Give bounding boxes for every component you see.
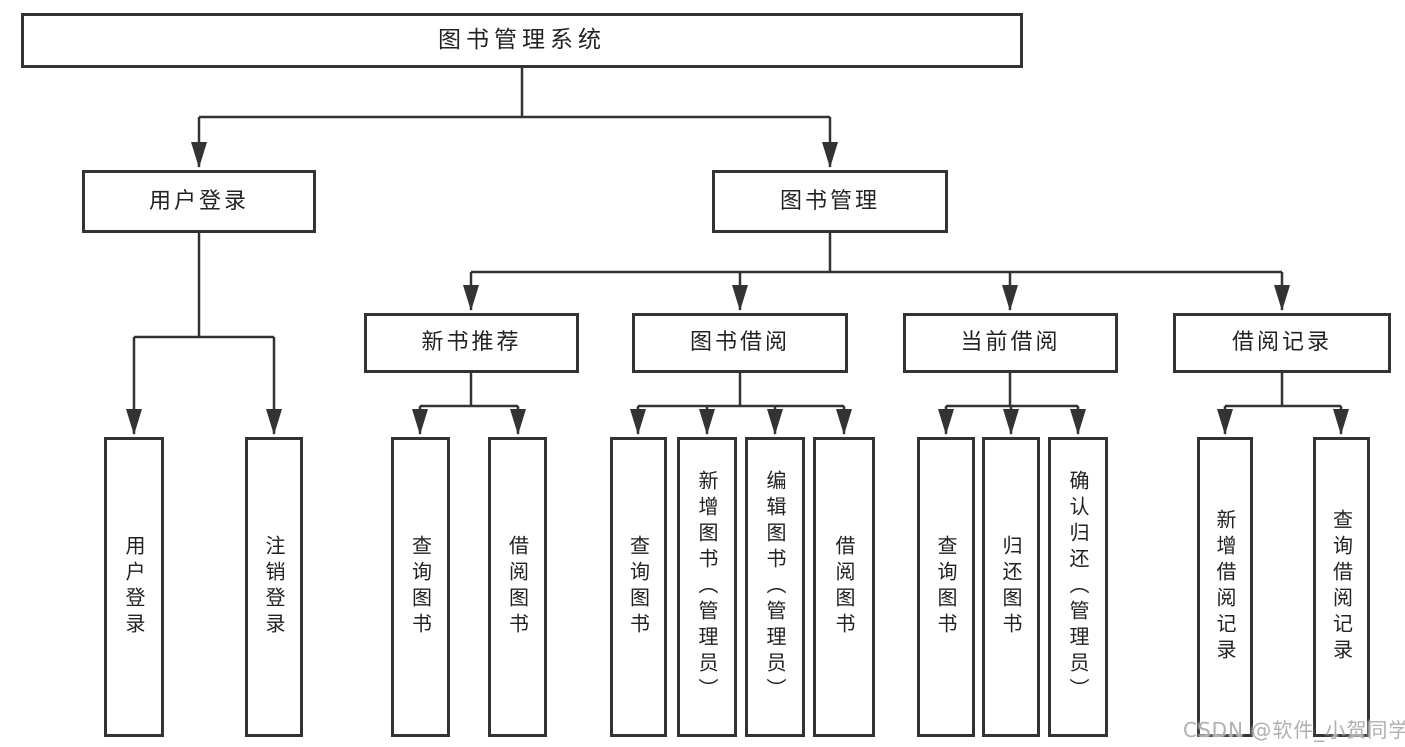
- leaf-return-books: 归还图书: [982, 437, 1040, 737]
- leaf-query-books-current: 查询图书: [917, 437, 975, 737]
- leaf-borrow-books: 借阅图书: [813, 437, 875, 737]
- node-new-book-recommendation: 新书推荐: [364, 313, 579, 373]
- leaf-add-borrow-record: 新增借阅记录: [1197, 437, 1253, 737]
- leaf-query-books-borrowing: 查询图书: [610, 437, 667, 737]
- leaf-confirm-return-admin: 确认归还（管理员）: [1048, 437, 1108, 737]
- node-current-borrowing: 当前借阅: [903, 313, 1118, 373]
- leaf-borrow-books-recommend: 借阅图书: [488, 437, 547, 737]
- node-book-borrowing: 图书借阅: [632, 313, 848, 373]
- node-book-management: 图书管理: [712, 170, 948, 233]
- node-user-login: 用户登录: [82, 170, 316, 233]
- leaf-edit-books-admin: 编辑图书（管理员）: [745, 437, 805, 737]
- leaf-query-books-recommend: 查询图书: [391, 437, 450, 737]
- leaf-logout: 注销登录: [245, 437, 303, 737]
- leaf-user-login: 用户登录: [104, 437, 164, 737]
- node-library-management-system: 图书管理系统: [21, 13, 1023, 68]
- leaf-add-books-admin: 新增图书（管理员）: [677, 437, 737, 737]
- leaf-query-borrow-record: 查询借阅记录: [1313, 437, 1370, 737]
- node-borrowing-records: 借阅记录: [1173, 313, 1391, 373]
- watermark-text: CSDN @软件_小贺同学: [1183, 718, 1405, 742]
